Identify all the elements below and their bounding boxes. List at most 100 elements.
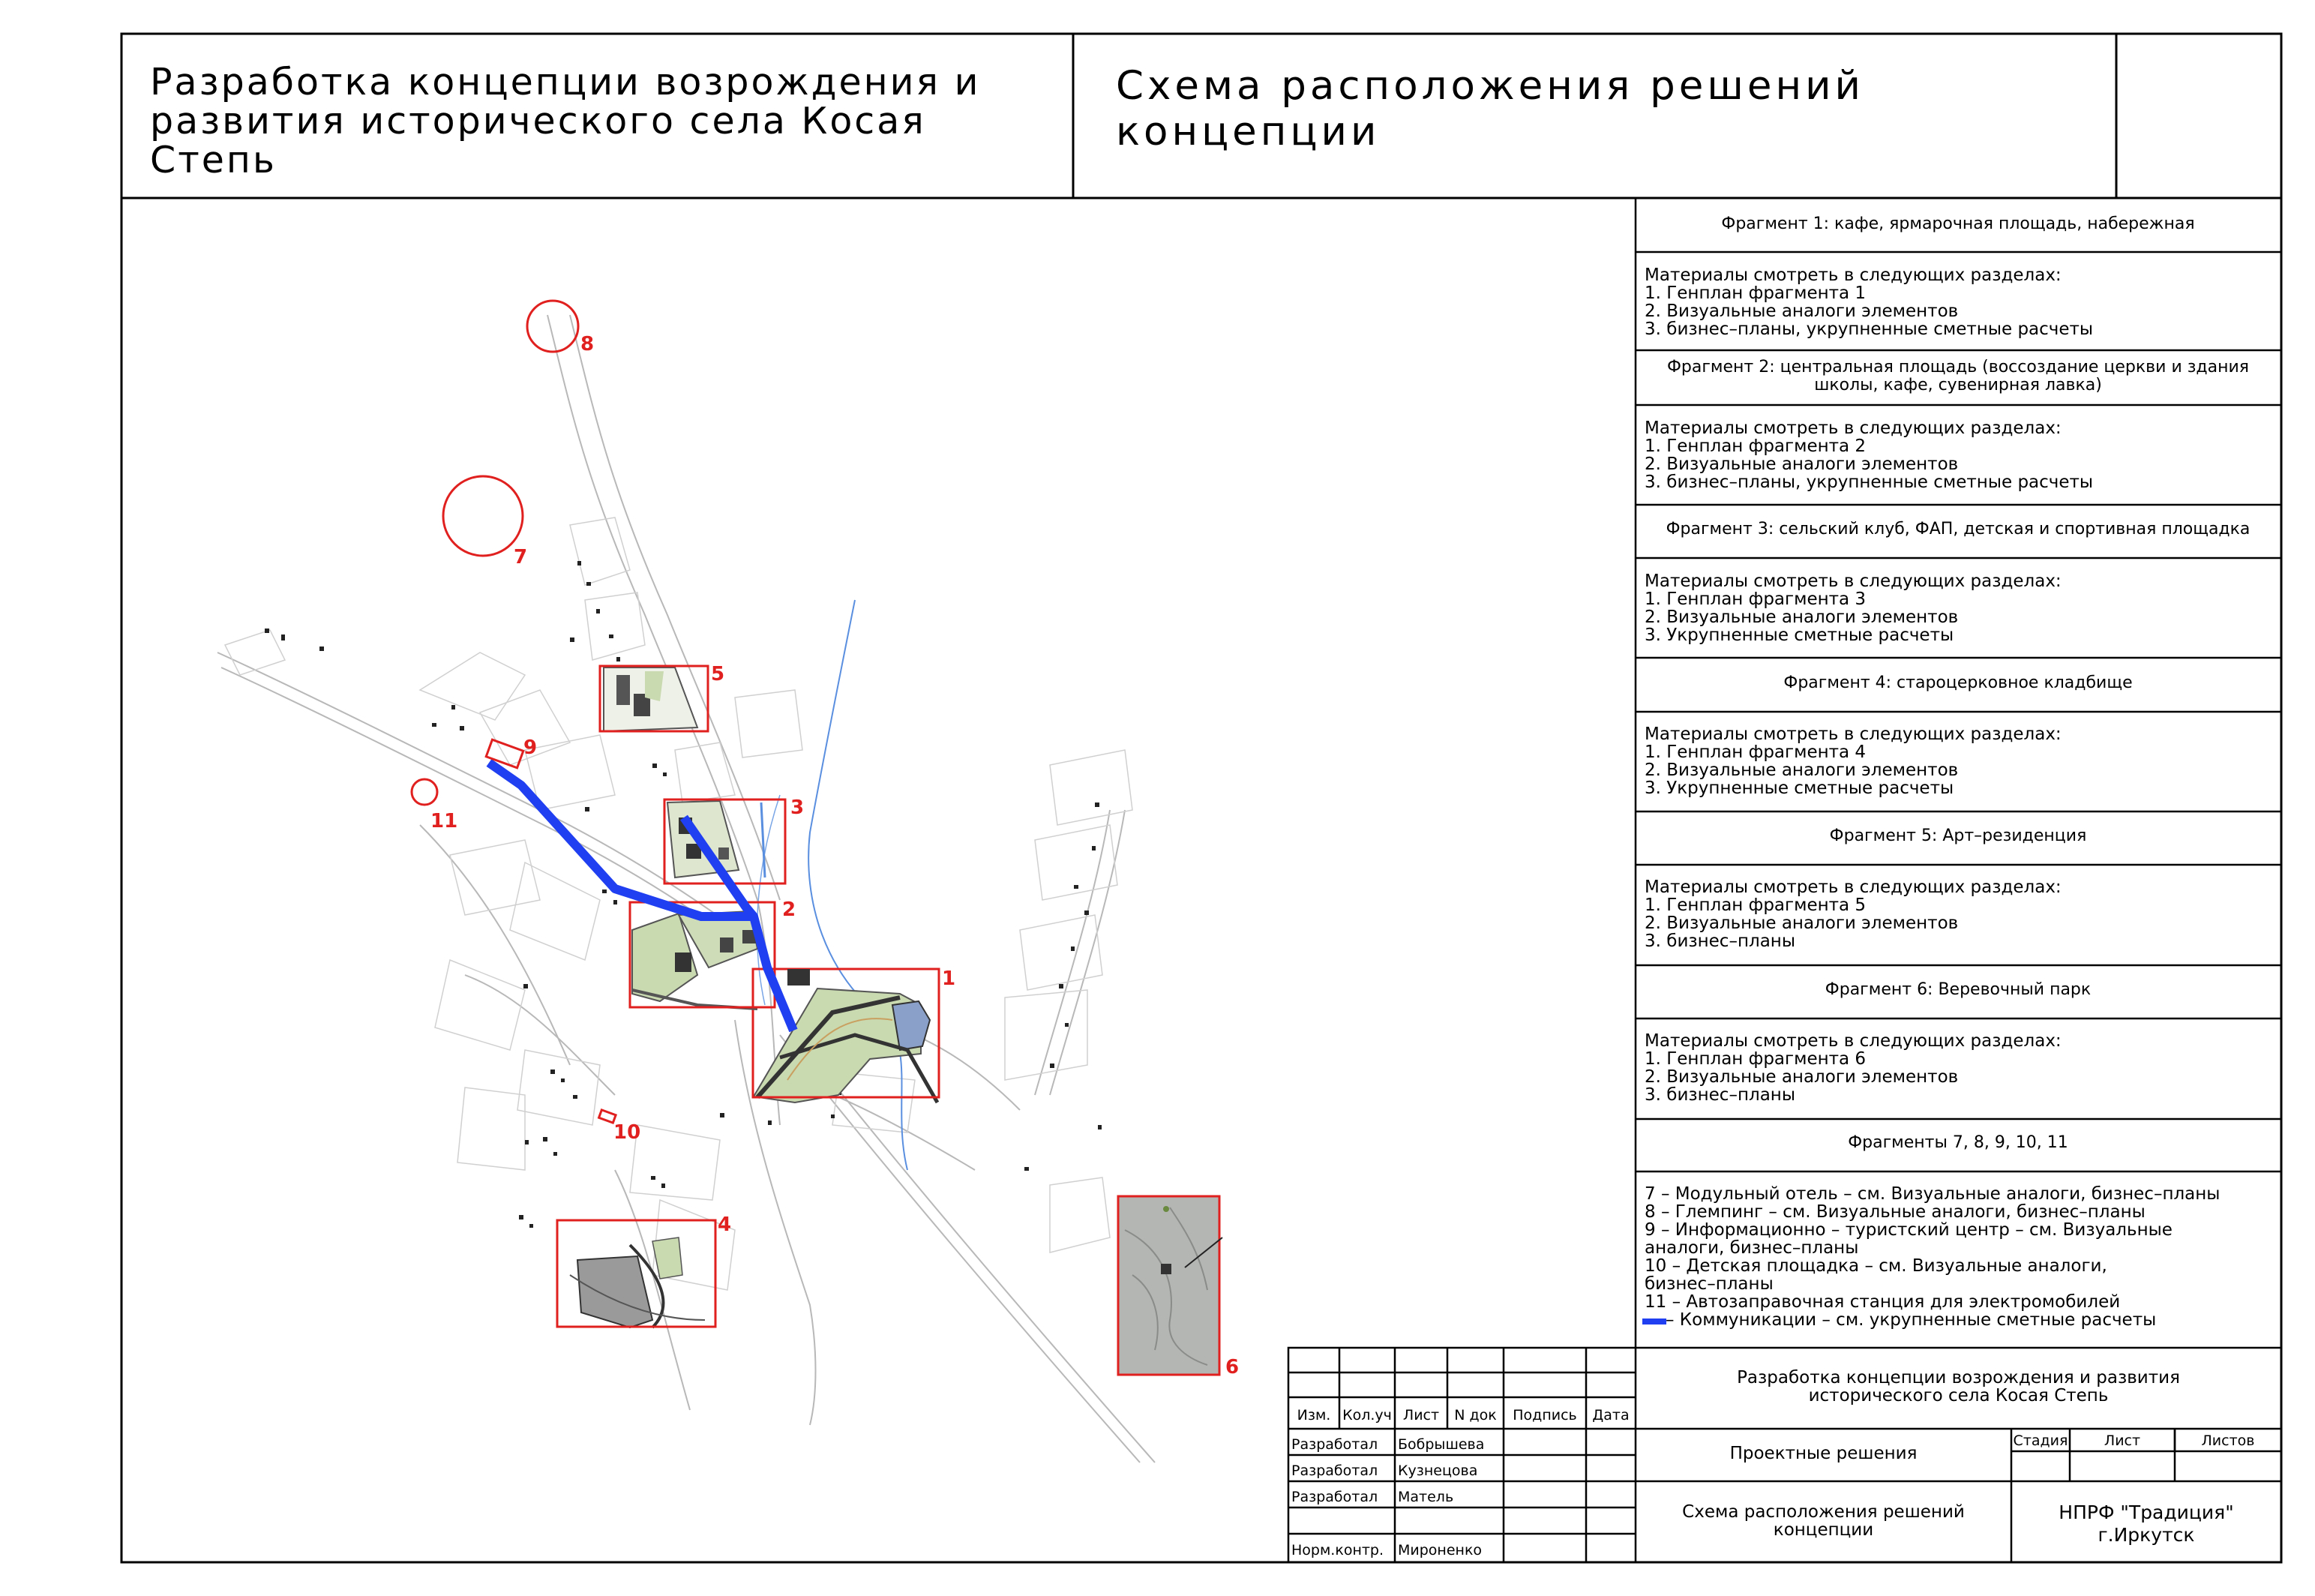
fragment-6-body-line: 3. бизнес–планы [1645, 1085, 1795, 1105]
fragment-6-body-line: Материалы смотреть в следующих разделах: [1645, 1031, 2062, 1051]
marker-label-6: 6 [1225, 1356, 1240, 1378]
tb-project-line1: Разработка концепции возрождения и разви… [1737, 1368, 2180, 1388]
fragment-3-body: Материалы смотреть в следующих разделах:… [1636, 572, 2290, 644]
legend-line: 10 – Детская площадка – см. Визуальные а… [1645, 1256, 2107, 1276]
tb-col-kolich: Кол.уч [1342, 1407, 1392, 1424]
fragment-5 [598, 664, 709, 733]
sheet-title: Схема расположения решений концепции [1116, 63, 1865, 154]
marker-10-rect [597, 1108, 618, 1124]
fragment-2-title: Фрагмент 2: центральная площадь (воссозд… [1636, 358, 2281, 394]
fragment-5-body: Материалы смотреть в следующих разделах:… [1636, 878, 2290, 950]
fragment-4 [556, 1219, 717, 1329]
fragment-2-body-line: 3. бизнес–планы, укрупненные сметные рас… [1645, 472, 2094, 492]
tb-project-line2: исторического села Косая Степь [1808, 1386, 2109, 1406]
marker-9-rect [484, 738, 525, 770]
marker-label-4: 4 [718, 1214, 732, 1236]
river [808, 599, 908, 1171]
tb-name: Матель [1398, 1489, 1454, 1505]
tb-organization: НПРФ "Традиция" г.Иркутск [2011, 1502, 2281, 1546]
map-parcels [223, 517, 1133, 1291]
fragment-5-body-line: 2. Визуальные аналоги элементов [1645, 914, 1959, 933]
marker-label-8: 8 [580, 333, 595, 356]
fragment-2 [628, 901, 776, 1010]
fragment-5-title: Фрагмент 5: Арт–резиденция [1829, 826, 2087, 845]
other-fragments-title: Фрагменты 7, 8, 9, 10, 11 [1848, 1133, 2068, 1152]
tb-name: Бобрышева [1398, 1436, 1485, 1453]
fragment-5-body-line: Материалы смотреть в следующих разделах: [1645, 878, 2062, 897]
tb-org-line2: г.Иркутск [2098, 1524, 2195, 1546]
fragment-4-body-line: 2. Визуальные аналоги элементов [1645, 760, 1959, 780]
tb-section: Проектные решения [1729, 1444, 1918, 1463]
panel-gridlines [1636, 250, 2281, 1173]
fragment-2-body-line: 2. Визуальные аналоги элементов [1645, 454, 1959, 474]
sheet-frame [120, 32, 2283, 1564]
project-title-line1: Разработка концепции возрождения и [150, 61, 981, 104]
fragment-1-body-line: 2. Визуальные аналоги элементов [1645, 302, 1959, 321]
fragment-6-body-line: 2. Визуальные аналоги элементов [1645, 1067, 1959, 1087]
tb-role: Разработал [1291, 1462, 1378, 1479]
fragment-1 [751, 968, 940, 1104]
fragment-3-body-line: 1. Генплан фрагмента 3 [1645, 590, 1867, 609]
fragment-4-body-line: 3. Укрупненные сметные расчеты [1645, 778, 1954, 798]
titleblock-grid [1287, 1346, 2283, 1564]
marker-label-7: 7 [514, 546, 528, 568]
fragment-3-body-line: 3. Укрупненные сметные расчеты [1645, 626, 1954, 645]
tb-drawing-line1: Схема расположения решений [1682, 1502, 1965, 1522]
legend-line: 11 – Автозаправочная станция для электро… [1645, 1292, 2121, 1312]
tb-org-line1: НПРФ "Традиция" [2059, 1502, 2234, 1523]
map-roads [217, 314, 1156, 1463]
fragment-1-body-line: 1. Генплан фрагмента 1 [1645, 284, 1867, 303]
tb-role: Разработал [1291, 1489, 1378, 1505]
legend-line: 9 – Информационно – туристский центр – с… [1645, 1220, 2173, 1240]
fragment-2-body-line: Материалы смотреть в следующих разделах: [1645, 418, 2062, 438]
fragment-4-body-line: Материалы смотреть в следующих разделах: [1645, 724, 2062, 744]
legend-line: бизнес–планы [1645, 1274, 1774, 1294]
fragment-1-body-line: Материалы смотреть в следующих разделах: [1645, 266, 2062, 285]
fragment-6-body-line: 1. Генплан фрагмента 6 [1645, 1049, 1867, 1069]
legend-line: 8 – Глемпинг – см. Визуальные аналоги, б… [1645, 1202, 2146, 1222]
tb-project: Разработка концепции возрождения и разви… [1636, 1369, 2281, 1405]
tb-col-podpis: Подпись [1513, 1407, 1577, 1424]
tb-drawing-line2: концепции [1773, 1520, 1874, 1540]
other-fragments-legend: 7 – Модульный отель – см. Визуальные ана… [1636, 1185, 2290, 1329]
marker-label-5: 5 [711, 663, 725, 686]
fragment-2-title-line2: школы, кафе, сувенирная лавка) [1814, 376, 2102, 394]
communications-route [486, 759, 798, 1033]
fragment-5-body-line: 3. бизнес–планы [1645, 932, 1795, 951]
tb-col-list: Лист [1402, 1407, 1440, 1424]
marker-label-1: 1 [942, 968, 956, 990]
buildings [265, 561, 1102, 1228]
marker-label-3: 3 [790, 796, 805, 819]
marker-label-2: 2 [782, 898, 796, 921]
tb-name: Мироненко [1398, 1542, 1483, 1558]
fragment-3-body-line: Материалы смотреть в следующих разделах: [1645, 572, 2062, 591]
marker-7-circle [442, 475, 524, 557]
tb-sheets-label: Листов [2201, 1432, 2255, 1449]
fragment-4-body: Материалы смотреть в следующих разделах:… [1636, 725, 2290, 797]
fragment-6-body: Материалы смотреть в следующих разделах:… [1636, 1032, 2290, 1104]
tb-sheet-label: Лист [2104, 1432, 2141, 1449]
tb-name: Кузнецова [1398, 1462, 1478, 1479]
tb-col-izm: Изм. [1297, 1407, 1331, 1424]
project-title: Разработка концепции возрождения и разви… [150, 63, 1065, 180]
marker-11-circle [410, 778, 439, 806]
marker-label-9: 9 [523, 736, 538, 759]
fragment-2-title-line1: Фрагмент 2: центральная площадь (воссозд… [1666, 358, 2250, 376]
fragment-1-body-line: 3. бизнес–планы, укрупненные сметные рас… [1645, 320, 2094, 339]
tb-role: Норм.контр. [1291, 1542, 1384, 1558]
legend-line: 7 – Модульный отель – см. Визуальные ана… [1645, 1184, 2221, 1204]
fragment-2-body-line: 1. Генплан фрагмента 2 [1645, 436, 1867, 456]
tb-col-ndok: N док [1454, 1407, 1497, 1424]
fragment-2-body: Материалы смотреть в следующих разделах:… [1636, 419, 2290, 491]
marker-8-circle [526, 299, 580, 353]
tb-stage-label: Стадия [2013, 1432, 2068, 1449]
fragment-3-body-line: 2. Визуальные аналоги элементов [1645, 608, 1959, 627]
fragment-1-title: Фрагмент 1: кафе, ярмарочная площадь, на… [1721, 214, 2195, 233]
fragment-6-title: Фрагмент 6: Веревочный парк [1825, 980, 2092, 999]
fragment-3-title: Фрагмент 3: сельский клуб, ФАП, детская … [1666, 520, 2251, 538]
tb-drawing: Схема расположения решений концепции [1636, 1503, 2011, 1539]
legend-line: аналоги, бизнес–планы [1645, 1238, 1859, 1258]
fragment-1-body: Материалы смотреть в следующих разделах:… [1636, 266, 2290, 338]
